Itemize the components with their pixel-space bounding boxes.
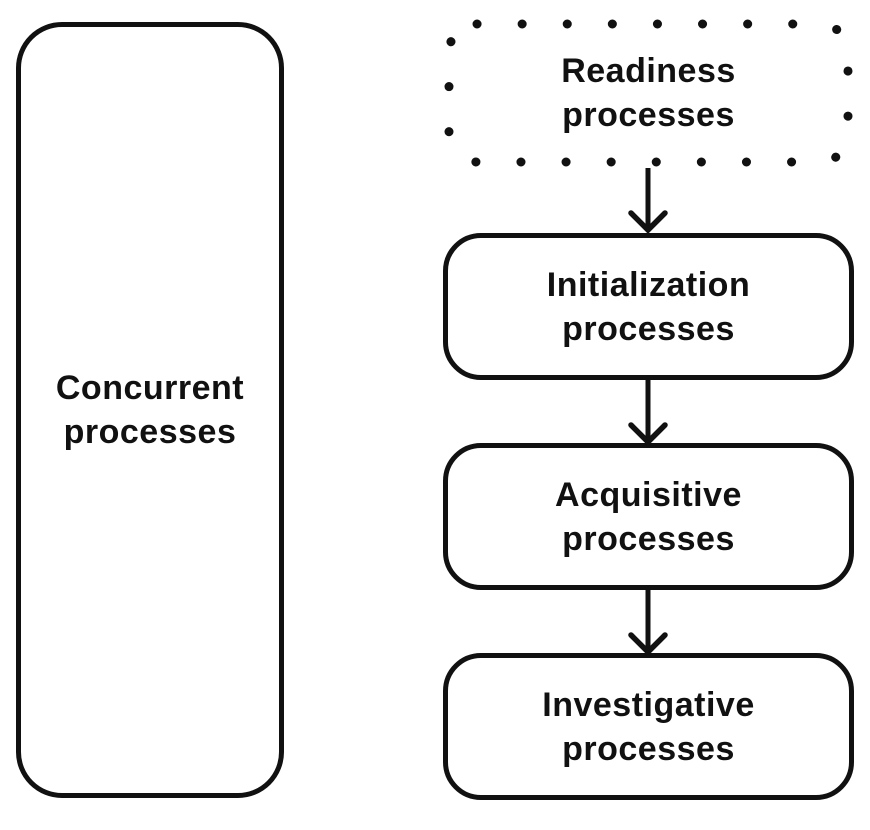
label-line-2: processes (562, 729, 735, 768)
label-line-1: Initialization (546, 265, 751, 304)
flow-arrow-down-1 (628, 168, 668, 233)
flow-arrow-down-2 (628, 380, 668, 445)
acquisitive-processes-label: Acquisitive processes (555, 473, 742, 561)
acquisitive-processes-box: Acquisitive processes (443, 443, 854, 590)
readiness-processes-box: Readiness processes (443, 18, 854, 168)
label-line-2: processes (562, 519, 735, 558)
label-line-2: processes (562, 309, 735, 348)
investigative-processes-label: Investigative processes (542, 683, 754, 771)
label-line-1: Investigative (542, 685, 755, 724)
investigative-processes-box: Investigative processes (443, 653, 854, 800)
label-line-1: Concurrent (55, 369, 245, 407)
readiness-processes-label: Readiness processes (561, 49, 736, 137)
concurrent-processes-box: Concurrent processes (16, 22, 284, 798)
label-line-1: Acquisitive (555, 475, 742, 514)
concurrent-processes-label: Concurrent processes (56, 366, 244, 454)
initialization-processes-box: Initialization processes (443, 233, 854, 380)
flow-arrow-down-3 (628, 590, 668, 655)
label-line-2: processes (63, 413, 237, 451)
label-line-1: Readiness (561, 52, 736, 90)
label-line-2: processes (562, 96, 735, 134)
initialization-processes-label: Initialization processes (547, 263, 750, 351)
